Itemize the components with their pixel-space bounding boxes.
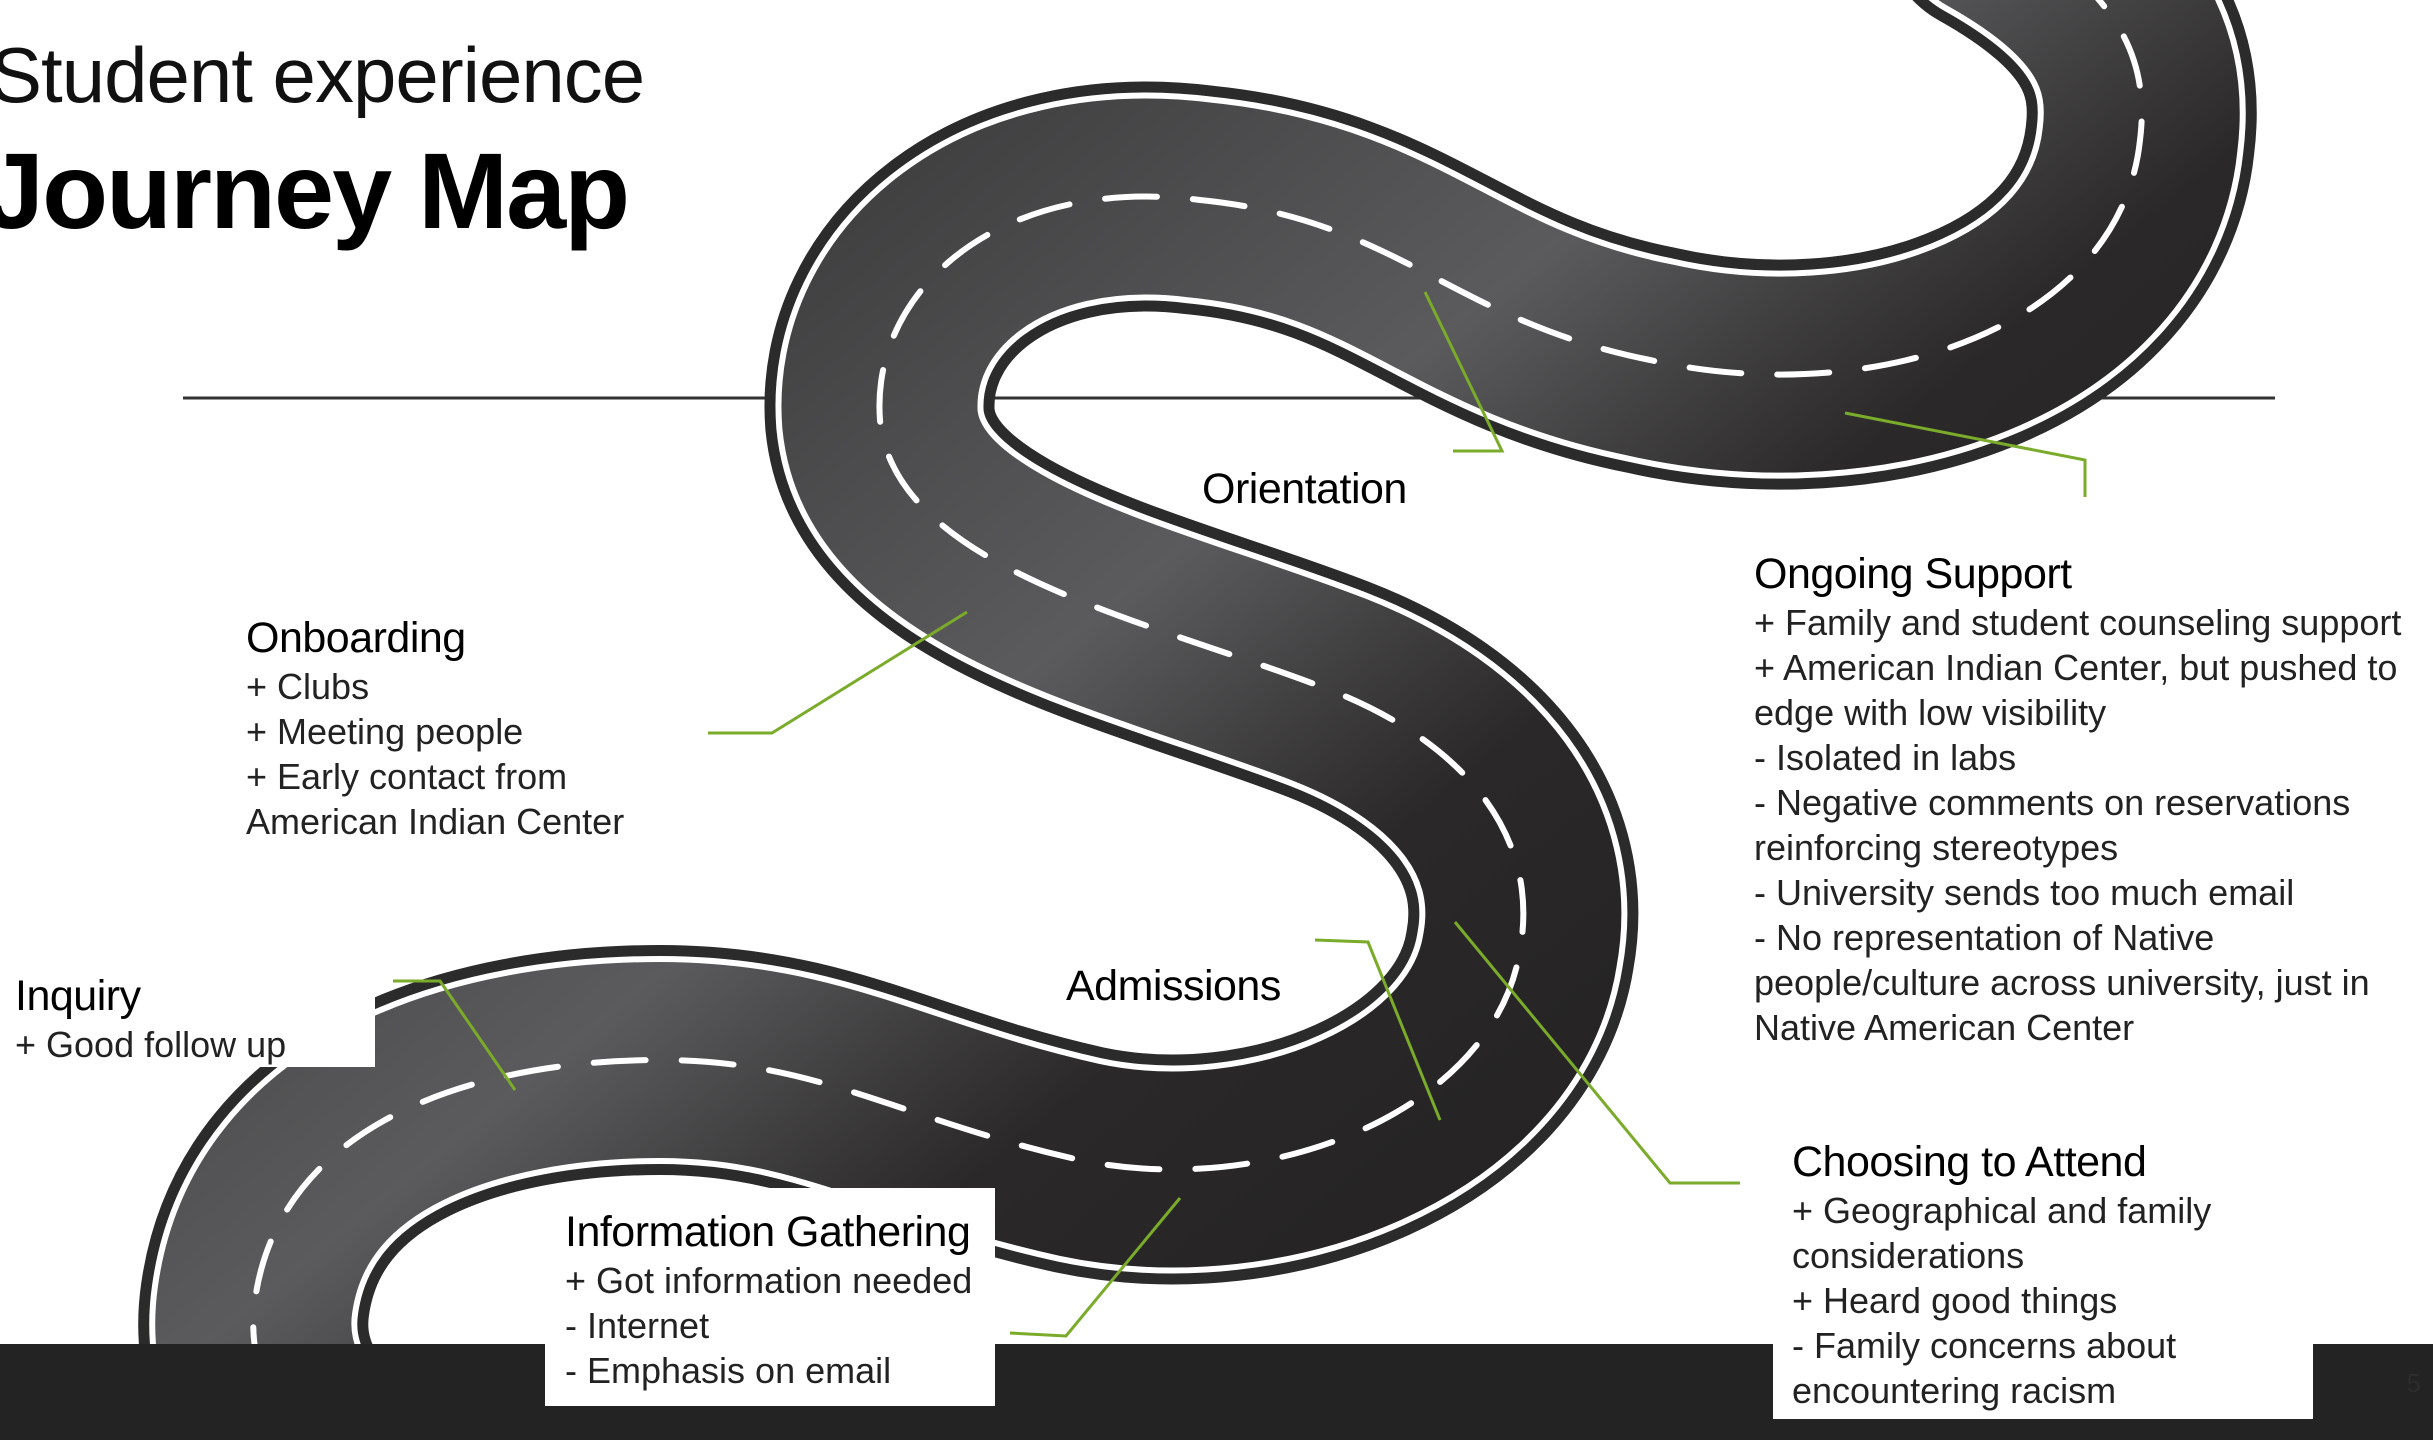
stage-label-admissions: Admissions <box>1066 962 1281 1010</box>
stage-label-orientation: Orientation <box>1202 465 1407 513</box>
connector-onboarding <box>708 610 968 735</box>
road-center-dashes <box>250 0 2145 1440</box>
connector-information-gathering <box>1009 1197 1182 1338</box>
stage-card-choosing-to-attend: Choosing to Attend + Geographical and fa… <box>1773 1136 2313 1419</box>
stage-connectors <box>393 291 2087 1338</box>
stage-item: - Internet <box>565 1305 710 1346</box>
stage-item: + American Indian Center, but pushed to … <box>1754 647 2398 733</box>
stage-item: - Negative comments on reservations rein… <box>1754 782 2351 868</box>
stage-heading: Inquiry <box>15 972 141 1020</box>
stage-card-ongoing-support: Ongoing Support + Family and student cou… <box>1754 548 2426 1050</box>
stage-item: + Good follow up <box>15 1024 287 1065</box>
stage-card-information-gathering: Information Gathering + Got information … <box>545 1188 995 1406</box>
stage-item: + Heard good things <box>1792 1280 2118 1321</box>
connector-choosing-to-attend <box>1453 921 1740 1185</box>
stage-card-onboarding: Onboarding + Clubs + Meeting people + Ea… <box>246 612 666 844</box>
stage-item: + Early contact from American Indian Cen… <box>246 756 625 842</box>
stage-item: + Family and student counseling support <box>1754 602 2402 643</box>
winding-road <box>138 0 2257 1440</box>
page-title: Journey Map <box>0 130 630 251</box>
connector-inquiry <box>393 979 517 1091</box>
stage-item: - University sends too much email <box>1754 872 2295 913</box>
connector-orientation <box>1423 291 1505 453</box>
stage-item: - Emphasis on email <box>565 1350 892 1391</box>
stage-item: + Got information needed <box>565 1260 973 1301</box>
stage-item: + Clubs <box>246 666 370 707</box>
stage-item: - Family concerns about encountering rac… <box>1792 1325 2177 1411</box>
stage-item: + Geographical and family considerations <box>1792 1190 2212 1276</box>
stage-heading: Choosing to Attend <box>1792 1138 2147 1186</box>
title-subtitle: Student experience <box>0 31 645 119</box>
stage-item: + Meeting people <box>246 711 524 752</box>
stage-item: - No representation of Native people/cul… <box>1754 917 2370 1048</box>
stage-item: - Isolated in labs <box>1754 737 2017 778</box>
stage-heading: Ongoing Support <box>1754 550 2072 598</box>
stage-card-inquiry: Inquiry + Good follow up <box>15 970 375 1067</box>
connector-ongoing-support <box>1844 411 2087 497</box>
stage-heading: Information Gathering <box>565 1208 971 1256</box>
connector-admissions <box>1314 938 1442 1121</box>
stage-heading: Onboarding <box>246 614 466 662</box>
page-number: 5 <box>2406 1368 2421 1398</box>
